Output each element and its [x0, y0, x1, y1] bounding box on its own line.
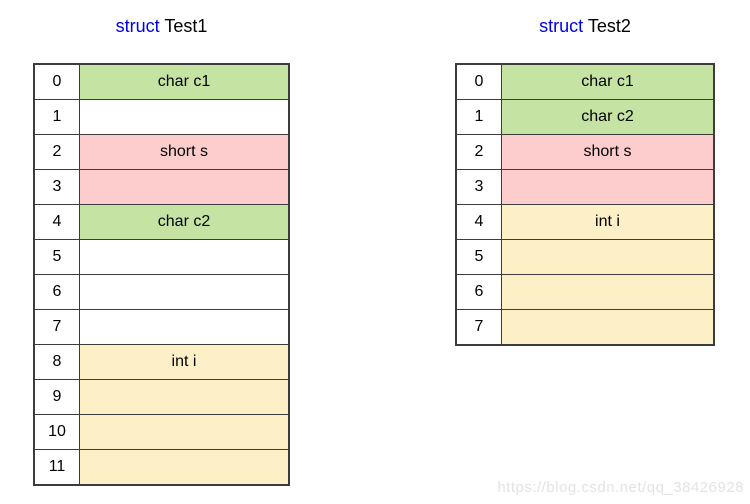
padding-cell: [501, 169, 715, 205]
padding-cell: [79, 99, 290, 135]
byte-offset-label: 11: [33, 449, 80, 486]
field-cell: short s: [501, 134, 715, 170]
watermark-text: https://blog.csdn.net/qq_38426928: [497, 479, 744, 496]
padding-cell: [79, 379, 290, 415]
padding-cell: [79, 169, 290, 205]
field-cell: short s: [79, 134, 290, 170]
byte-offset-label: 0: [455, 63, 502, 100]
byte-offset-label: 1: [455, 99, 502, 135]
padding-cell: [501, 274, 715, 310]
padding-cell: [79, 309, 290, 345]
padding-cell: [79, 274, 290, 310]
padding-cell: [79, 449, 290, 486]
memory-row: 11: [33, 449, 290, 486]
byte-offset-label: 7: [33, 309, 80, 345]
struct-name: Test2: [587, 16, 631, 36]
byte-offset-label: 5: [455, 239, 502, 275]
field-cell: char c1: [501, 63, 715, 100]
struct-keyword: struct: [115, 16, 160, 36]
byte-offset-label: 2: [33, 134, 80, 170]
byte-offset-label: 5: [33, 239, 80, 275]
byte-offset-label: 10: [33, 414, 80, 450]
memory-row: 6: [455, 274, 715, 310]
struct-keyword: struct: [539, 16, 584, 36]
padding-cell: [79, 239, 290, 275]
byte-offset-label: 1: [33, 99, 80, 135]
padding-cell: [501, 309, 715, 346]
field-cell: int i: [501, 204, 715, 240]
byte-offset-label: 6: [455, 274, 502, 310]
field-cell: int i: [79, 344, 290, 380]
memory-row: 5: [33, 239, 290, 275]
byte-offset-label: 6: [33, 274, 80, 310]
byte-offset-label: 3: [33, 169, 80, 205]
byte-offset-label: 7: [455, 309, 502, 346]
padding-cell: [79, 414, 290, 450]
memory-row: 1: [33, 99, 290, 135]
field-cell: char c2: [79, 204, 290, 240]
byte-offset-label: 4: [33, 204, 80, 240]
memory-row: 7: [33, 309, 290, 345]
memory-row: 7: [455, 309, 715, 346]
memory-row: 6: [33, 274, 290, 310]
byte-offset-label: 8: [33, 344, 80, 380]
struct-test2-title: struct Test2: [455, 16, 715, 37]
memory-row: 9: [33, 379, 290, 415]
struct-name: Test1: [164, 16, 208, 36]
memory-row: 3: [33, 169, 290, 205]
memory-row: 5: [455, 239, 715, 275]
byte-offset-label: 2: [455, 134, 502, 170]
struct-test1-title: struct Test1: [33, 16, 290, 37]
padding-cell: [501, 239, 715, 275]
memory-row: 10: [33, 414, 290, 450]
byte-offset-label: 3: [455, 169, 502, 205]
byte-offset-label: 9: [33, 379, 80, 415]
field-cell: char c1: [79, 63, 290, 100]
memory-row: 3: [455, 169, 715, 205]
byte-offset-label: 0: [33, 63, 80, 100]
field-cell: char c2: [501, 99, 715, 135]
byte-offset-label: 4: [455, 204, 502, 240]
